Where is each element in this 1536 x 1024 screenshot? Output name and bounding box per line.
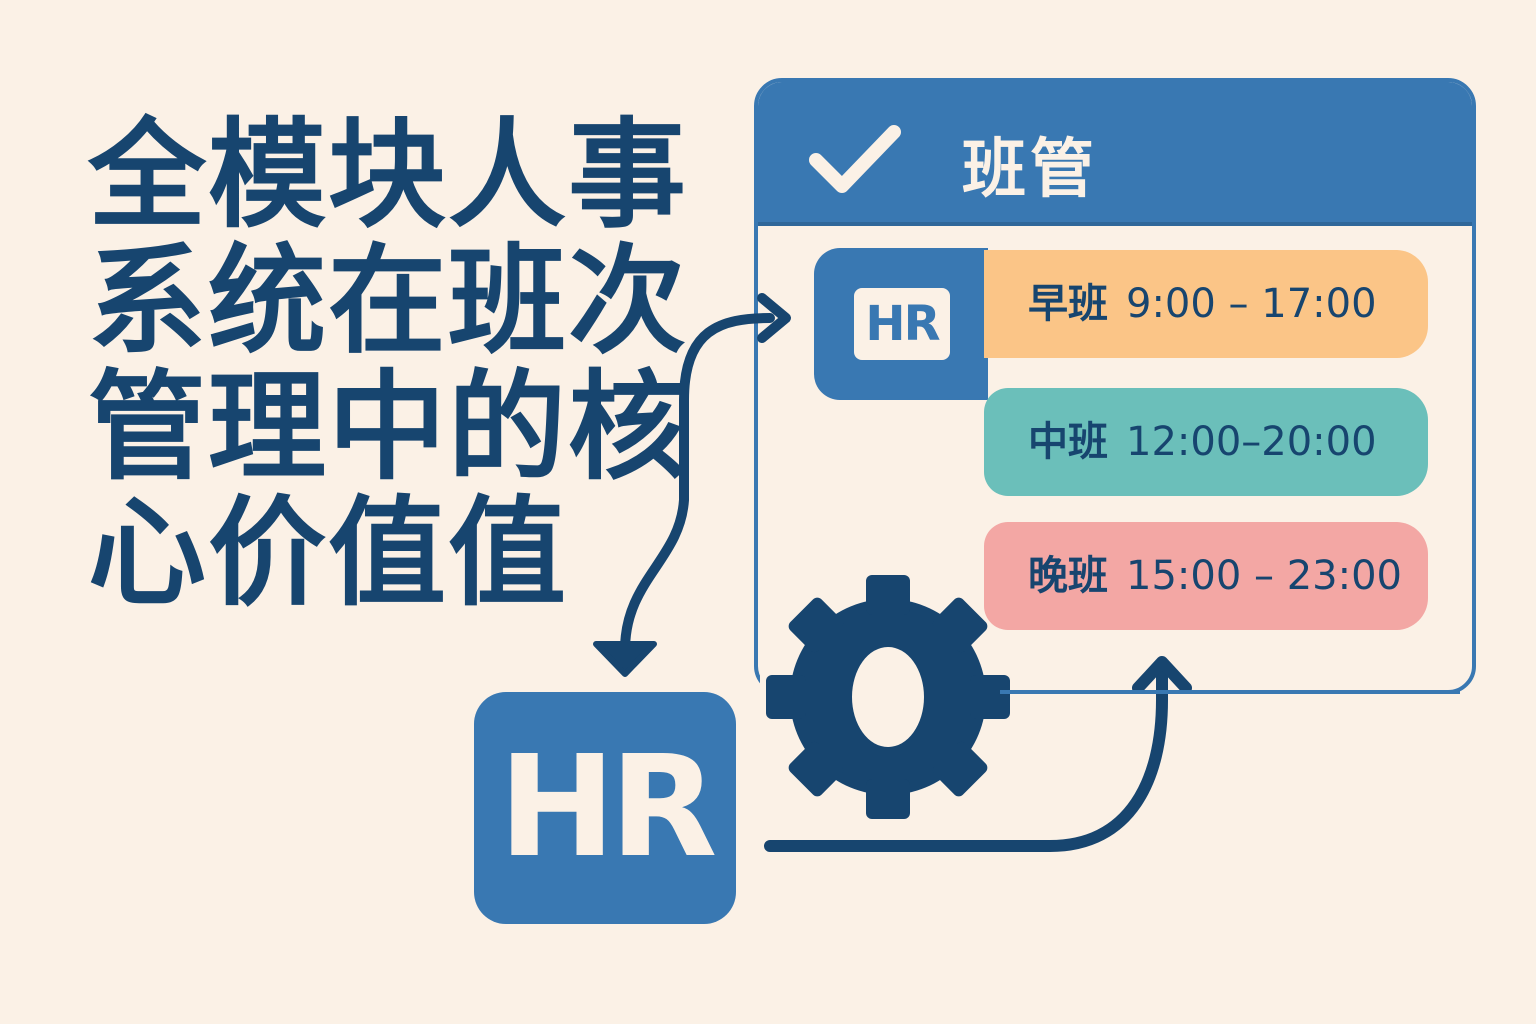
shift-time: 9:00 – 17:00: [1126, 281, 1377, 327]
hr-small-badge: HR: [854, 288, 950, 360]
shift-evening[interactable]: 晚班 15:00 – 23:00: [984, 522, 1428, 630]
headline-line-3: 管理中的核: [88, 358, 689, 496]
headline: 全模块人事 系统在班次 管理中的核 心价值值: [88, 106, 689, 622]
hr-small-tile: HR: [814, 248, 988, 400]
panel-header: 班管: [758, 82, 1472, 226]
shift-name: 中班: [1028, 419, 1108, 465]
panel-title: 班管: [962, 133, 1098, 207]
shift-morning[interactable]: 早班 9:00 – 17:00: [984, 250, 1428, 358]
shift-time: 12:00–20:00: [1126, 419, 1377, 465]
headline-line-1: 全模块人事: [88, 106, 689, 244]
hr-big-tile: HR: [474, 692, 736, 924]
headline-line-4: 心价值值: [88, 484, 569, 622]
shift-midday[interactable]: 中班 12:00–20:00: [984, 388, 1428, 496]
curved-arrow-icon: [593, 293, 791, 677]
shift-name: 早班: [1028, 281, 1108, 327]
curved-arrow-icon: [764, 656, 1192, 852]
shift-name: 晚班: [1028, 553, 1108, 599]
shift-time: 15:00 – 23:00: [1126, 553, 1402, 599]
gear-icon: [766, 575, 1010, 819]
headline-line-2: 系统在班次: [88, 232, 689, 370]
check-icon: [809, 125, 901, 193]
